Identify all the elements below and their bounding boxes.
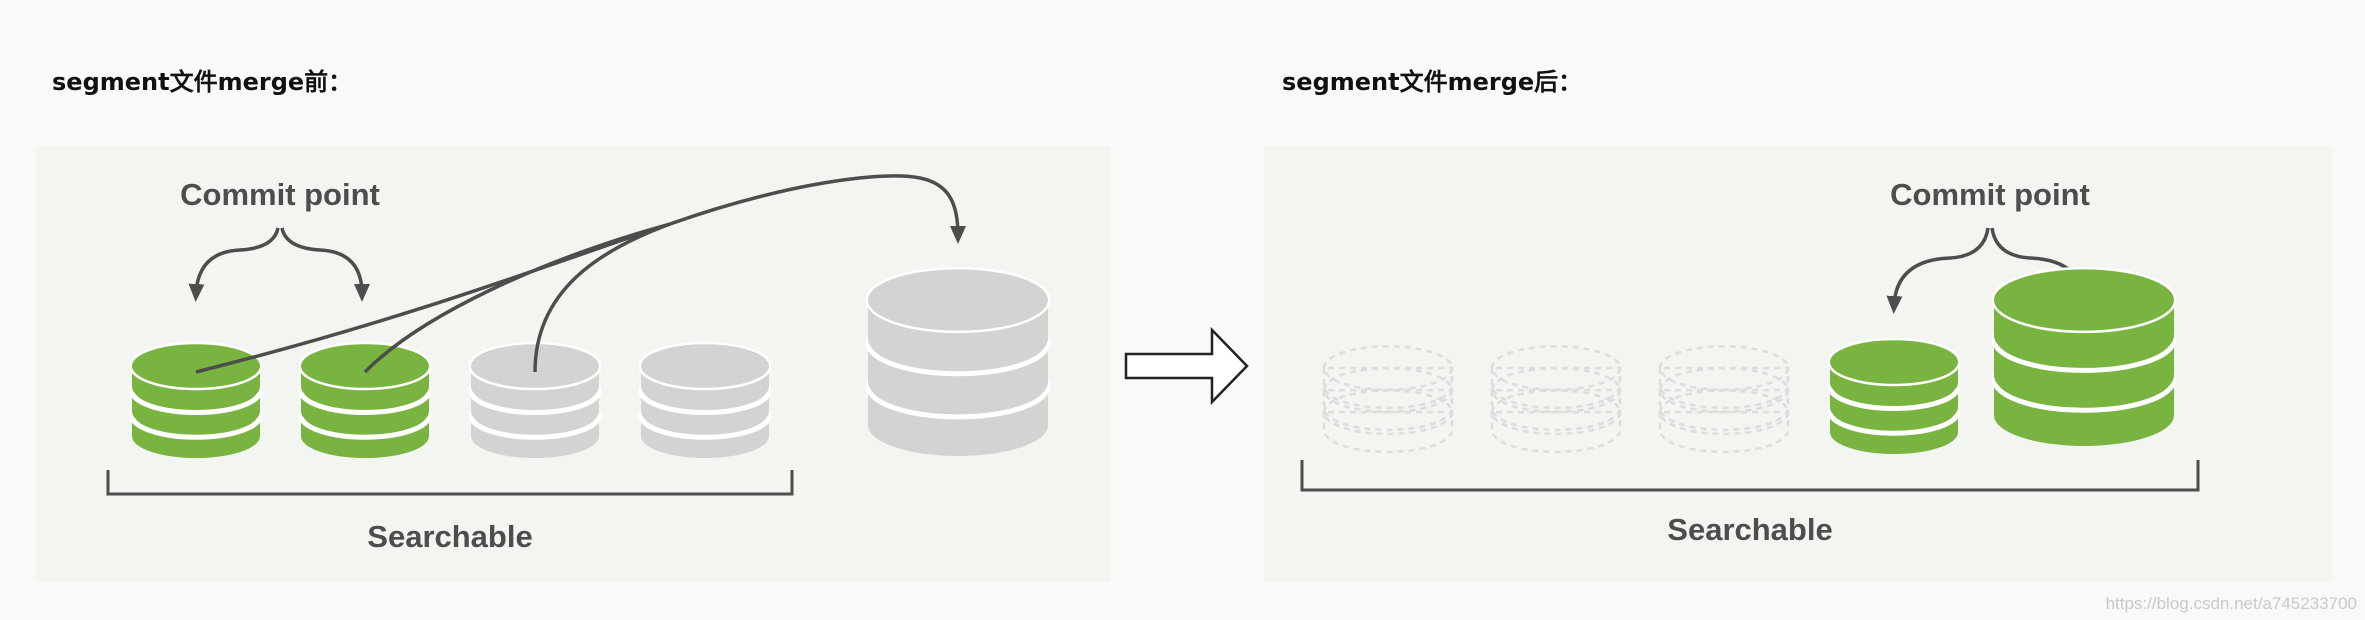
commit-point-label-before: Commit point (180, 177, 380, 212)
searchable-bracket-after (1300, 460, 2200, 492)
searchable-label-before: Searchable (367, 519, 532, 554)
merge-arrow-to-new-segment (669, 174, 966, 244)
segment-merged-committed (1991, 266, 2177, 446)
segment-committed (298, 341, 432, 458)
searchable-bracket-before (106, 470, 794, 496)
commit-point-arrow-after-1 (1886, 227, 1990, 314)
watermark: https://blog.csdn.net/a745233700 (2105, 594, 2357, 613)
segment-uncommitted (638, 341, 772, 458)
caption-before-merge: segment文件merge前： (52, 68, 353, 96)
before-diagram: Commit point Searchable (106, 174, 1051, 554)
caption-after-merge: segment文件merge后： (1282, 68, 1583, 96)
searchable-label-after: Searchable (1667, 512, 1832, 547)
segment-deleted (1658, 344, 1790, 454)
commit-point-arrow-1 (188, 227, 280, 302)
commit-point-arrow-2 (280, 227, 370, 302)
segment-committed (1827, 337, 1961, 454)
commit-point-label-after: Commit point (1890, 177, 2090, 212)
merge-line-3 (533, 222, 671, 373)
segment-deleted (1322, 344, 1454, 454)
segment-merged-new (865, 266, 1051, 456)
after-diagram: Commit point Searchable (1300, 177, 2200, 547)
segment-deleted (1490, 344, 1622, 454)
merge-line-1 (195, 222, 671, 374)
transition-arrow-icon (1124, 326, 1249, 406)
segment-committed (129, 341, 263, 458)
segment-uncommitted (468, 341, 602, 458)
merge-line-2 (363, 222, 671, 374)
